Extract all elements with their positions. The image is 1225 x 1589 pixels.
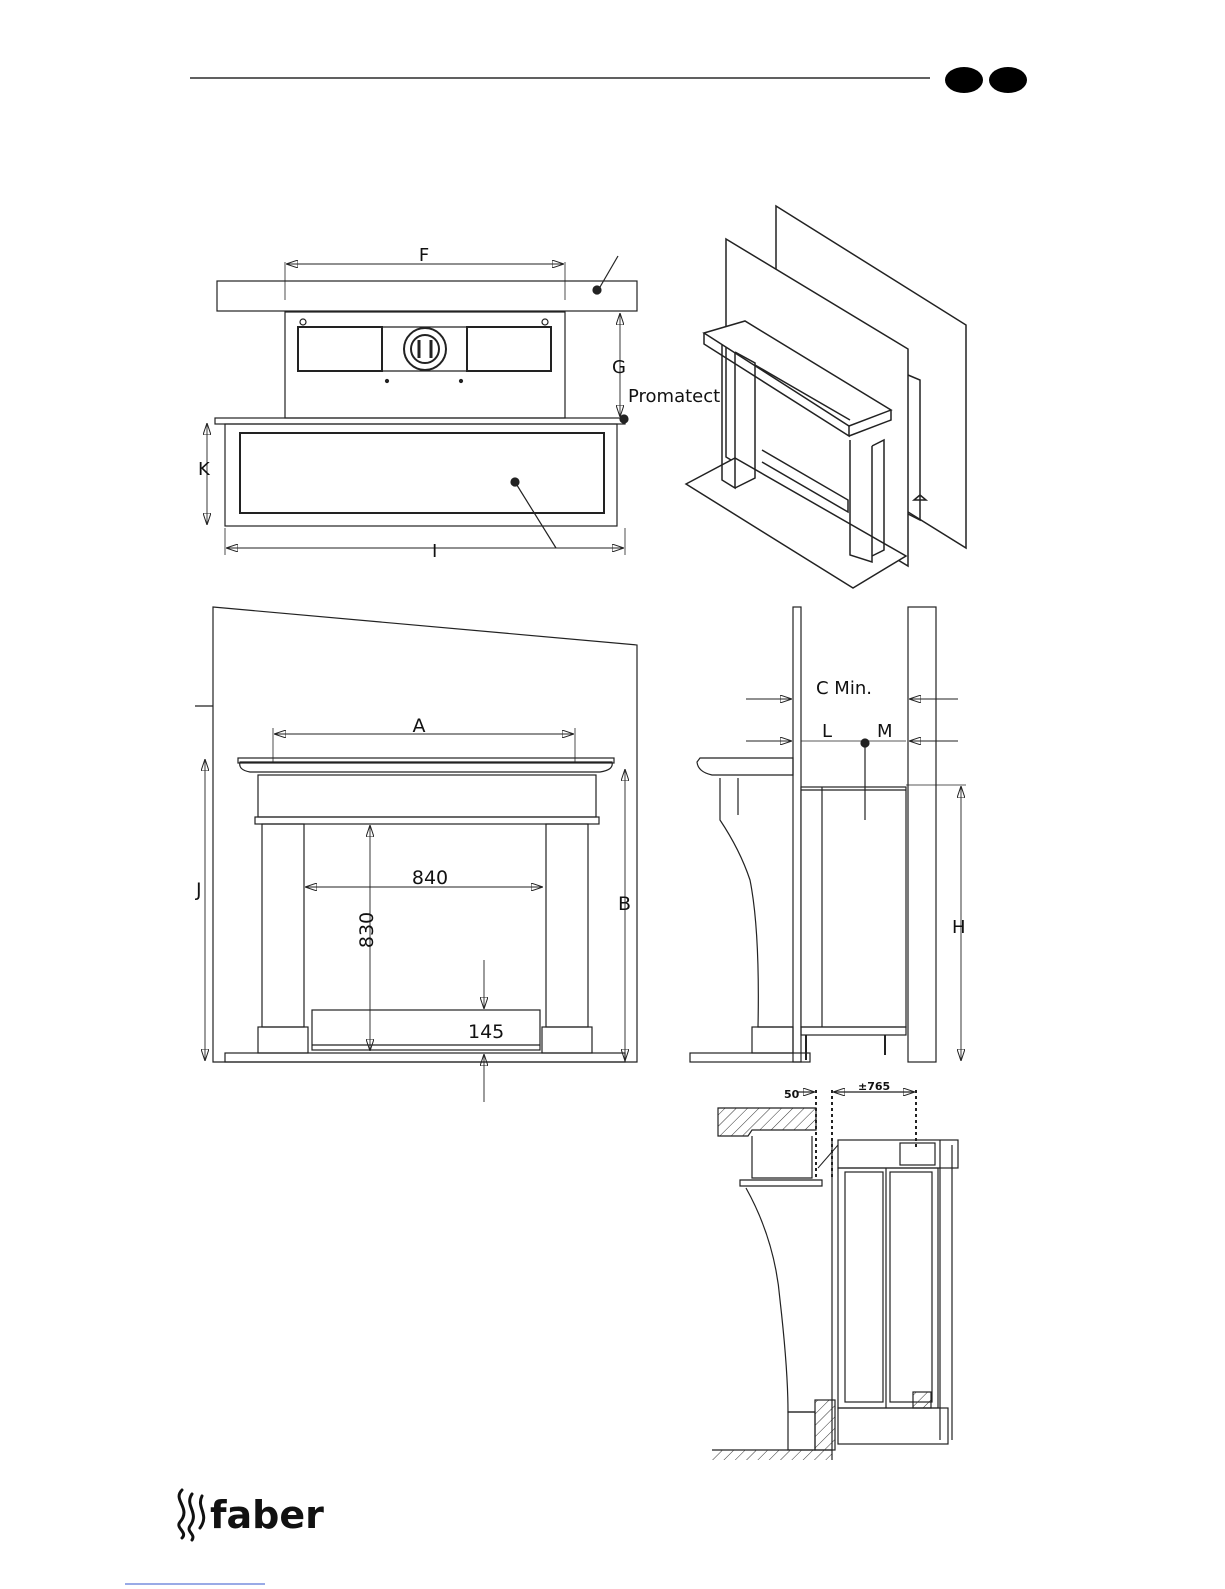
front-elevation-labels: A J B 840 830 145 xyxy=(195,715,631,1043)
anchor-icon xyxy=(542,319,548,325)
top-plan-labels: F G K I Promatect xyxy=(198,245,720,562)
header xyxy=(190,67,1027,93)
brand-name: faber xyxy=(210,1493,324,1537)
depth-label: ±765 xyxy=(858,1080,890,1093)
dim-label-j: J xyxy=(195,879,202,901)
dim-label-m: M xyxy=(877,721,893,742)
dim-label-g: G xyxy=(612,357,626,378)
dim-label-a: A xyxy=(413,715,426,737)
opening-width-label: 840 xyxy=(412,867,448,889)
dim-label-i: I xyxy=(432,541,437,562)
isometric-view xyxy=(686,206,966,588)
gap-label: 50 xyxy=(784,1088,800,1101)
front-elevation xyxy=(195,607,637,1102)
dim-label-h: H xyxy=(952,917,966,938)
opening-height-label: 830 xyxy=(356,912,378,948)
section-detail xyxy=(712,1090,958,1460)
side-elevation xyxy=(690,607,966,1062)
mantel-shelf xyxy=(217,281,637,311)
section-detail-labels: 50 ±765 xyxy=(784,1080,890,1101)
top-plan-view xyxy=(207,256,637,555)
dim-label-l: L xyxy=(822,721,832,742)
brand-logo: faber xyxy=(179,1490,324,1540)
dim-label-b: B xyxy=(618,893,631,915)
base-height-label: 145 xyxy=(468,1021,504,1043)
dim-label-k: K xyxy=(198,459,211,480)
anchor-icon xyxy=(300,319,306,325)
dim-label-f: F xyxy=(419,245,429,266)
material-label: Promatect xyxy=(628,386,720,407)
flame-icon xyxy=(179,1490,204,1540)
language-badge xyxy=(945,67,1027,93)
dim-label-c: C Min. xyxy=(816,678,872,699)
